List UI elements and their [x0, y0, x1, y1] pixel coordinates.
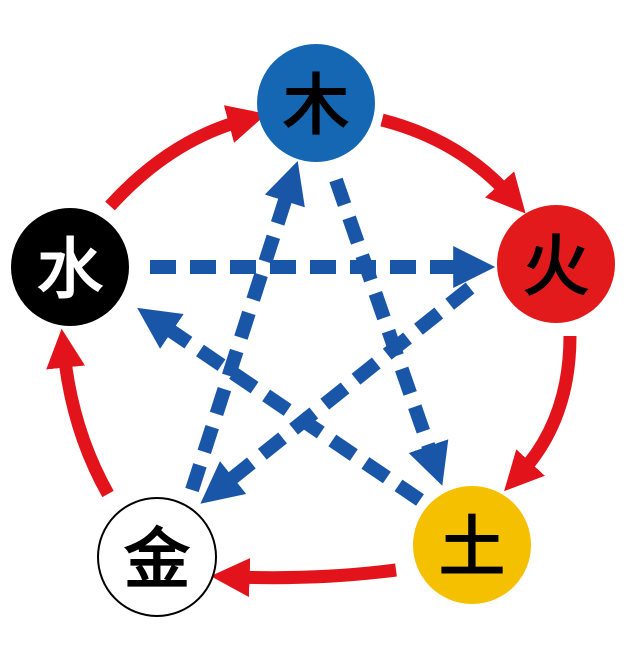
element-node-earth: 土: [413, 486, 531, 604]
controlling-arrow-wood-to-earth: [329, 177, 449, 486]
element-node-wood: 木: [257, 44, 375, 162]
generating-arrow-wood-to-fire: [380, 113, 526, 214]
generating-arrow-earth-to-metal: [210, 558, 397, 598]
generating-arrow-fire-to-earth: [504, 335, 577, 492]
earth-circle: [413, 486, 531, 604]
controlling-arrow-earth-to-water: [137, 307, 424, 506]
water-circle: [11, 208, 129, 326]
fire-label: 火: [523, 227, 589, 305]
controlling-arrow-fire-to-metal: [200, 282, 475, 504]
element-node-metal: 金: [97, 497, 217, 617]
wood-label: 木: [283, 66, 349, 144]
wood-circle: [257, 44, 375, 162]
fire-circle: [497, 205, 615, 323]
generating-arrow-water-to-wood: [105, 105, 267, 211]
controlling-arrow-metal-to-wood: [185, 161, 305, 493]
earth-label: 土: [439, 508, 505, 586]
element-node-water: 水: [11, 208, 129, 326]
generating-arrow-metal-to-water: [46, 328, 114, 498]
water-label: 水: [37, 230, 104, 308]
metal-circle: [97, 497, 217, 617]
metal-label: 金: [123, 520, 191, 598]
element-node-fire: 火: [497, 205, 615, 323]
